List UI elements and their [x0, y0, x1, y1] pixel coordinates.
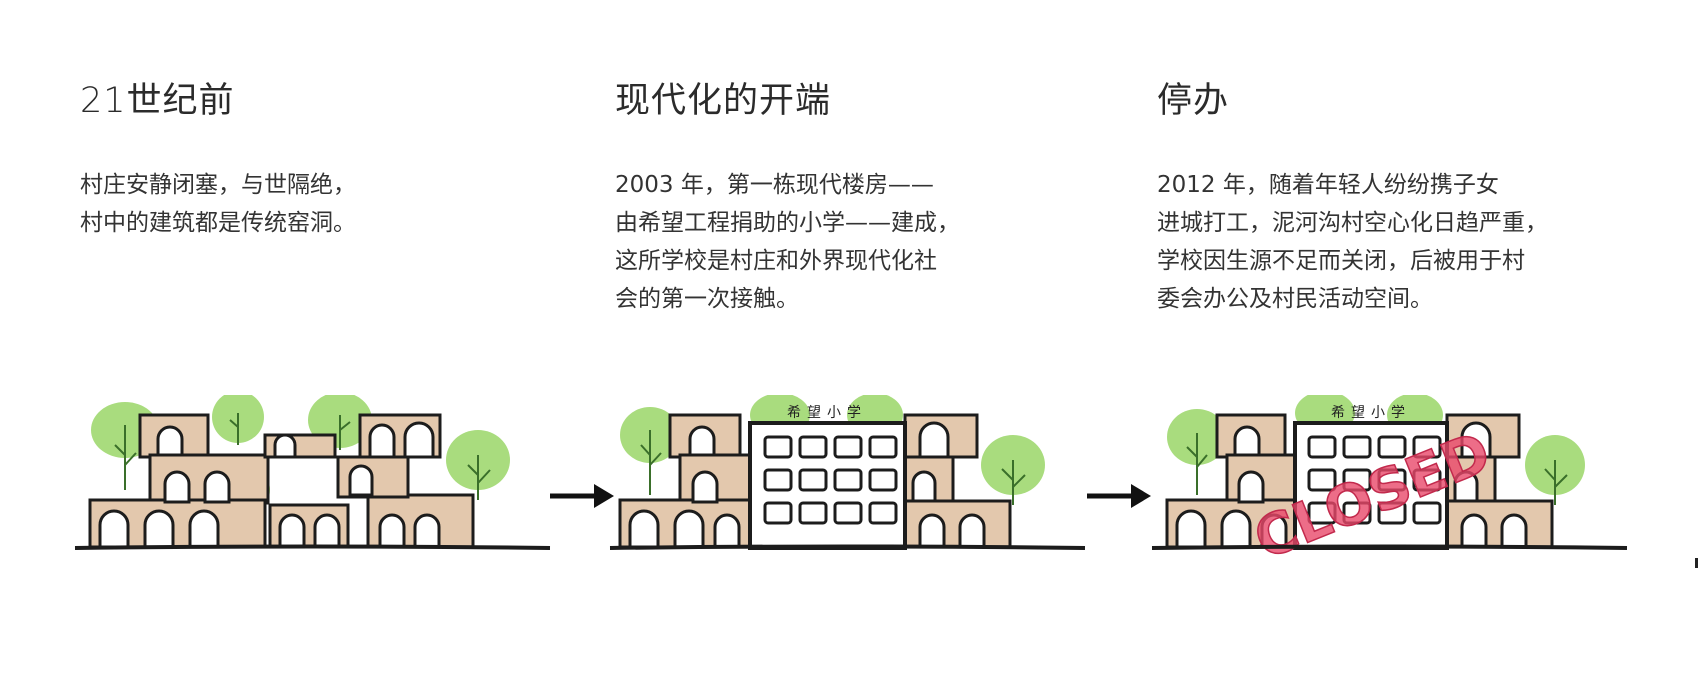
ground-line	[74, 544, 551, 550]
arrow-right-icon	[1087, 484, 1151, 508]
stage-description: 村庄安静闭塞，与世隔绝， 村中的建筑都是传统窑洞。	[80, 166, 356, 242]
ground-line	[1151, 544, 1628, 550]
description-line: 进城打工，泥河沟村空心化日趋严重，	[1157, 210, 1548, 236]
school-sign: 希望小学	[1331, 405, 1411, 421]
description-line: 会的第一次接触。	[615, 286, 799, 312]
stage-title: 停办	[1157, 81, 1230, 121]
description-line: 2012 年，随着年轻人纷纷携子女	[1157, 172, 1499, 198]
stage-title: 现代化的开端	[615, 81, 832, 121]
stage-3: 停办 2012 年，随着年轻人纷纷携子女 进城打工，泥河沟村空心化日趋严重， 学…	[1151, 0, 1637, 600]
stage-description: 2012 年，随着年轻人纷纷携子女 进城打工，泥河沟村空心化日趋严重， 学校因生…	[1157, 166, 1548, 318]
description-line: 学校因生源不足而关闭，后被用于村	[1157, 248, 1525, 274]
school-sign: 希望小学	[787, 405, 867, 421]
description-line: 村中的建筑都是传统窑洞。	[80, 210, 356, 236]
school-building: 希望小学	[748, 405, 907, 550]
stage-1: 21世纪前 村庄安静闭塞，与世隔绝， 村中的建筑都是传统窑洞。	[74, 0, 560, 600]
description-line: 由希望工程捐助的小学——建成，	[615, 210, 960, 236]
description-line: 这所学校是村庄和外界现代化社	[615, 248, 937, 274]
arrow-right-icon	[550, 484, 614, 508]
stage-description: 2003 年，第一栋现代楼房—— 由希望工程捐助的小学——建成， 这所学校是村庄…	[615, 166, 960, 318]
closed-school-illustration: 希望小学 CLOSED	[1151, 395, 1628, 574]
description-line: 村庄安静闭塞，与世隔绝，	[80, 172, 356, 198]
stage-2: 现代化的开端 2003 年，第一栋现代楼房—— 由希望工程捐助的小学——建成， …	[609, 0, 1095, 600]
description-line: 委会办公及村民活动空间。	[1157, 286, 1433, 312]
cave-village-illustration	[74, 395, 551, 550]
stage-title: 21世纪前	[80, 81, 235, 121]
description-line: 2003 年，第一栋现代楼房——	[615, 172, 934, 198]
edge-mark	[1695, 558, 1698, 568]
ground-line	[609, 544, 1086, 550]
school-village-illustration: 希望小学	[609, 395, 1086, 550]
